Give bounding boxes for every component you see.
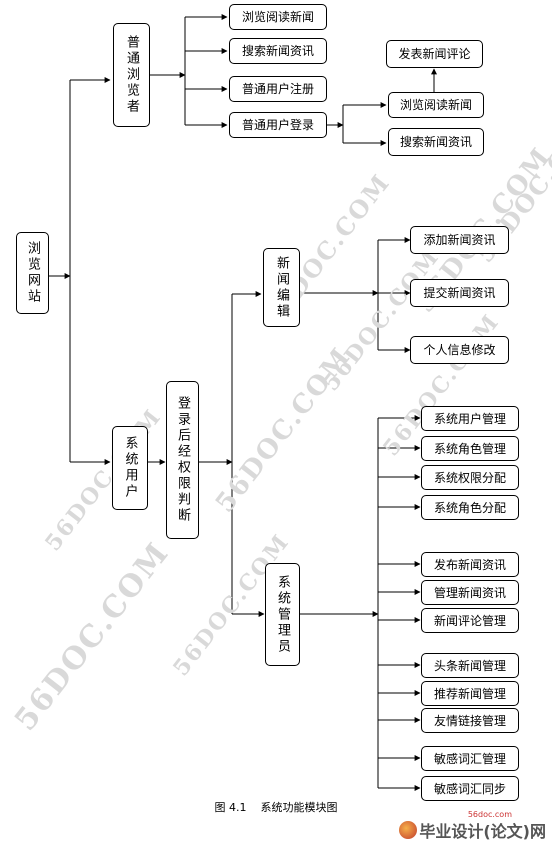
system-user-node: 系统用户 — [112, 426, 148, 510]
guest-item-node: 普通用户注册 — [229, 76, 327, 102]
permission-node: 登录后经权限判断 — [166, 381, 199, 539]
admin-item-node: 推荐新闻管理 — [421, 681, 519, 706]
editor-item-node: 个人信息修改 — [410, 336, 509, 364]
guest-item-node: 浏览阅读新闻 — [229, 4, 327, 30]
footer-brand-text: 毕业设计(论文)网 — [419, 822, 546, 841]
admin-item-node: 系统角色分配 — [421, 495, 519, 520]
guest-node: 普通浏览者 — [113, 23, 150, 127]
admin-item-node: 系统权限分配 — [421, 465, 519, 490]
footer-site-url: 56doc.com — [467, 810, 512, 819]
admin-item-node: 系统角色管理 — [421, 436, 519, 461]
login-sub-node: 浏览阅读新闻 — [388, 92, 484, 118]
admin-item-node: 头条新闻管理 — [421, 653, 519, 678]
admin-item-node: 新闻评论管理 — [421, 608, 519, 633]
admin-item-node: 管理新闻资讯 — [421, 580, 519, 605]
brand-logo-icon — [399, 821, 417, 839]
root-node: 浏览网站 — [16, 232, 49, 314]
login-sub-node: 搜索新闻资讯 — [388, 128, 484, 156]
admin-item-node: 系统用户管理 — [421, 406, 519, 431]
figure-caption: 图 4.1 系统功能模块图 — [214, 801, 338, 814]
guest-item-node: 搜索新闻资讯 — [229, 38, 327, 64]
admin-item-node: 发布新闻资讯 — [421, 552, 519, 577]
admin-node: 系统管理员 — [265, 563, 300, 666]
guest-item-node: 普通用户登录 — [229, 112, 327, 138]
editor-node: 新闻编辑 — [263, 248, 300, 327]
login-sub-node: 发表新闻评论 — [386, 40, 483, 68]
admin-item-node: 敏感词汇管理 — [421, 746, 519, 771]
editor-item-node: 添加新闻资讯 — [410, 226, 509, 254]
admin-item-node: 友情链接管理 — [421, 708, 519, 733]
editor-item-node: 提交新闻资讯 — [410, 279, 509, 307]
admin-item-node: 敏感词汇同步 — [421, 776, 519, 801]
